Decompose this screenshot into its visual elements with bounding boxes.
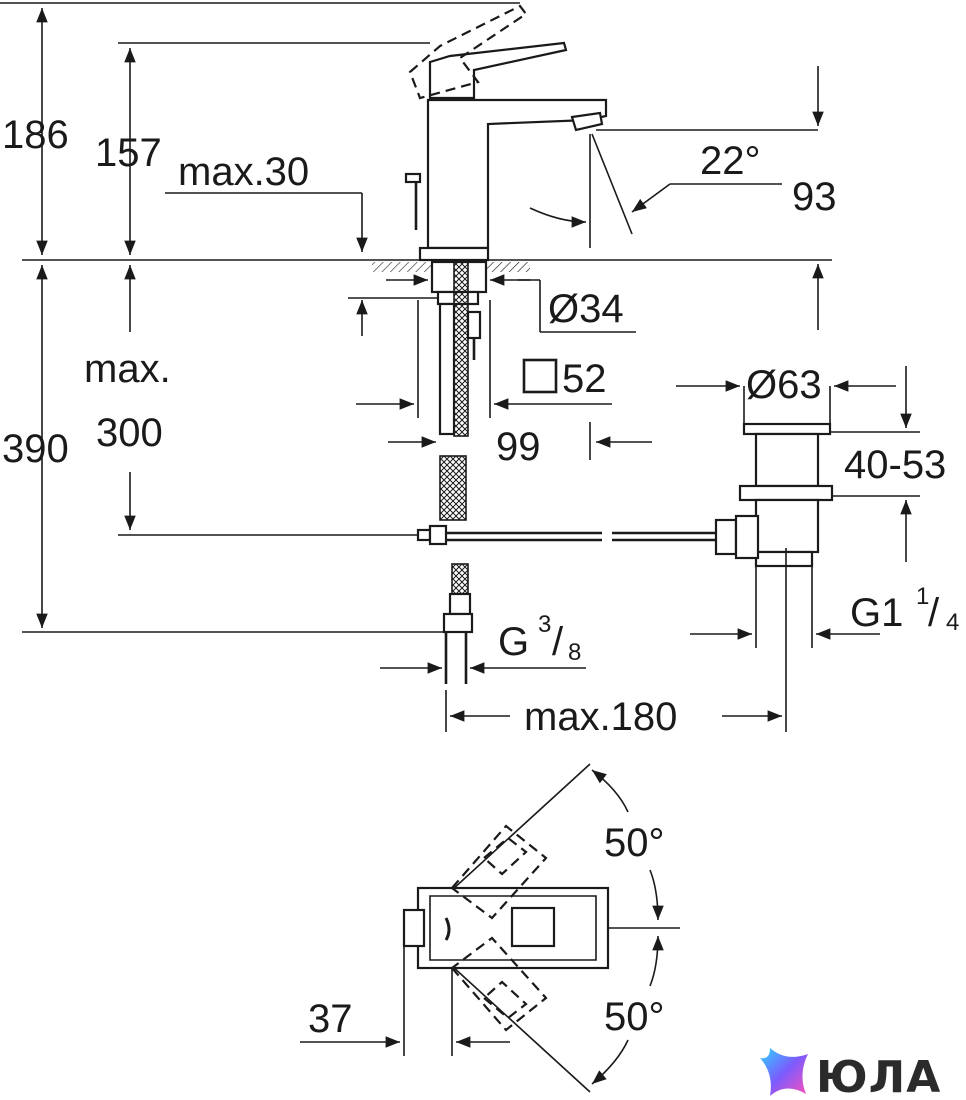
rotation-lower-50: 50°	[604, 995, 665, 1039]
dim-52-99-lines	[356, 300, 652, 460]
dim-157: 157	[95, 131, 162, 175]
waste-thread-g1: G1	[850, 591, 903, 635]
dim-157-line	[118, 42, 430, 255]
youla-logo-icon	[760, 1048, 808, 1096]
supply-hoses	[438, 261, 482, 684]
handle-alt-position	[408, 4, 528, 100]
waste-thread-den: 4	[946, 609, 959, 636]
dim-300-line	[118, 265, 420, 536]
dim-186: 186	[2, 113, 69, 157]
supply-thread-sep: /	[552, 620, 564, 664]
supply-thread-num: 3	[538, 611, 551, 638]
dim-max-label: max.	[84, 347, 171, 391]
dim-diameter-63: Ø63	[746, 363, 822, 407]
youla-watermark: ЮЛА	[760, 1048, 941, 1100]
dim-300: 300	[96, 411, 163, 455]
dim-max-180-lines	[445, 548, 787, 732]
dim-186-line	[0, 2, 520, 255]
angle-22: 22°	[700, 139, 761, 183]
dim-waste-lines	[676, 366, 920, 648]
popup-rod	[416, 524, 716, 546]
dim-99: 99	[496, 425, 541, 469]
faucet-body	[404, 41, 608, 262]
supply-thread-g: G	[498, 620, 529, 664]
dim-93-leader	[529, 66, 824, 330]
waste-assembly	[714, 422, 834, 568]
dim-max-30: max.30	[178, 150, 309, 194]
youla-logo-text: ЮЛА	[816, 1052, 941, 1100]
waste-thread-sep: /	[928, 591, 940, 635]
dim-max-180: max.180	[524, 695, 677, 739]
dim-max-30-leader	[165, 192, 440, 336]
dim-390-line	[22, 265, 448, 633]
square-symbol	[522, 358, 558, 394]
dim-93: 93	[792, 175, 837, 219]
supply-thread-den: 8	[568, 639, 581, 666]
dim-390: 390	[2, 427, 69, 471]
dim-40-53: 40-53	[844, 443, 946, 487]
dim-37: 37	[308, 997, 353, 1041]
rotation-upper-50: 50°	[604, 821, 665, 865]
top-view	[300, 763, 680, 1093]
waste-thread-num: 1	[916, 583, 929, 610]
dim-square-52: 52	[562, 357, 607, 401]
dim-diameter-34: Ø34	[548, 287, 624, 331]
